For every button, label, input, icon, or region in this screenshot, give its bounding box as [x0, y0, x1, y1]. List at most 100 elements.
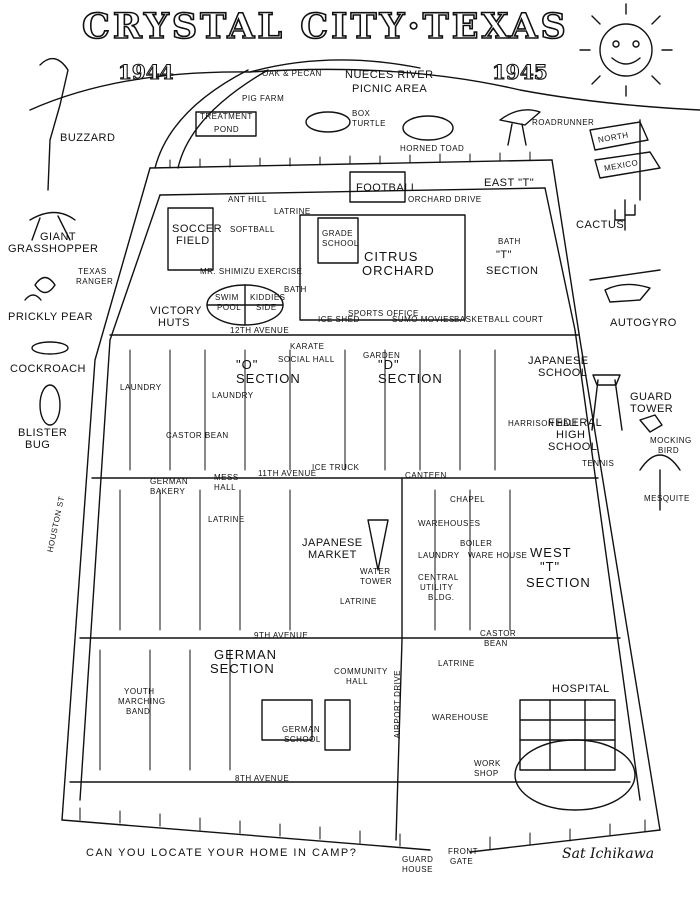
label-box: BOX [352, 109, 371, 118]
place-front-gate: GATE [450, 857, 474, 866]
box-turtle-icon [305, 111, 351, 133]
place-west: WEST [530, 545, 572, 560]
place-mess-hall: HALL [214, 483, 237, 492]
place-karate: KARATE [290, 342, 325, 351]
place-central: CENTRAL [418, 573, 459, 582]
grade-school [317, 217, 359, 264]
label-picnic-area: PICNIC AREA [352, 83, 428, 95]
guard-tower-icon [591, 374, 623, 431]
place-boiler: BOILER [460, 539, 493, 548]
place-japanese-market-1: JAPANESE [302, 537, 363, 549]
label-mocking: MOCKING [650, 436, 692, 445]
place-west-section: SECTION [526, 575, 591, 590]
place-bath-2: BATH [284, 285, 307, 294]
place-japanese-school-2: SCHOOL [538, 367, 588, 379]
place-warehouse-3: WAREHOUSE [432, 713, 489, 722]
autogyro-icon [589, 269, 661, 303]
grasshopper-icon [29, 211, 76, 241]
label-nueces-river: NUECES RIVER [345, 69, 434, 81]
cockroach-icon [31, 341, 69, 355]
place-japanese-market-2: MARKET [308, 549, 357, 561]
place-field: FIELD [176, 235, 210, 247]
map-caption: CAN YOU LOCATE YOUR HOME IN CAMP? [86, 847, 358, 859]
place-pool: POOL [217, 303, 242, 312]
mocking-bird-icon [639, 414, 663, 433]
place-guard-house: HOUSE [402, 865, 433, 874]
place-d-section: SECTION [378, 371, 443, 386]
label-turtle: TURTLE [352, 119, 386, 128]
place-german-section-1: GERMAN [214, 647, 278, 662]
inner-left-road [79, 194, 161, 801]
place-mess: MESS [214, 473, 239, 482]
horned-toad-icon [402, 115, 454, 141]
place-kiddies: KIDDIES [250, 293, 286, 302]
place-citrus: CITRUS [364, 249, 419, 264]
place-huts: HUTS [158, 317, 190, 329]
place-o-section: SECTION [236, 371, 301, 386]
place-side: SIDE [256, 303, 277, 312]
place-t-section: SECTION [486, 265, 539, 277]
label-prickly-pear: PRICKLY PEAR [8, 311, 94, 323]
place-bldg: BLDG. [428, 593, 455, 602]
place-ice-truck: ICE TRUCK [312, 463, 360, 472]
street-11th: 11TH AVENUE [258, 469, 317, 478]
place-victory: VICTORY [150, 305, 202, 317]
place-german-school-1: GERMAN [282, 725, 321, 734]
label-autogyro: AUTOGYRO [610, 317, 677, 329]
place-guard: GUARD [402, 855, 434, 864]
place-social-hall: SOCIAL HALL [278, 355, 335, 364]
street-12th: 12TH AVENUE [230, 326, 290, 335]
label-cactus: CACTUS [576, 219, 625, 231]
inner-right-road [544, 187, 641, 801]
map-title: CRYSTAL CITY·TEXAS [81, 5, 569, 48]
entry-road [154, 69, 269, 169]
label-bird: BIRD [658, 446, 680, 455]
label-oak-pecan: OAK & PECAN [262, 69, 322, 78]
hill-line [29, 68, 700, 111]
place-community: COMMUNITY [334, 667, 388, 676]
place-band: BAND [126, 707, 151, 716]
label-texas: TEXAS [78, 267, 107, 276]
place-exercise: MR. SHIMIZU EXERCISE [200, 267, 303, 276]
artist-signature: Sat Ichikawa [562, 846, 655, 862]
place-work-shop: SHOP [474, 769, 499, 778]
place-west-t: "T" [540, 559, 561, 574]
place-basketball: BASKETBALL COURT [454, 315, 544, 324]
label-pond: POND [214, 125, 240, 134]
football-field [349, 171, 406, 203]
place-o-mark: "O" [236, 357, 259, 372]
label-ranger: RANGER [76, 277, 114, 286]
place-grade: GRADE [322, 229, 353, 238]
place-tennis: TENNIS [582, 459, 615, 468]
place-castor-bean: CASTOR BEAN [166, 431, 229, 440]
place-japanese-school-1: JAPANESE [528, 355, 589, 367]
cactus-icon [614, 199, 636, 231]
north-mexico-sign [589, 119, 661, 201]
water-tower [367, 519, 389, 571]
place-chapel: CHAPEL [450, 495, 486, 504]
airport-drive [395, 477, 403, 841]
place-warehouses: WAREHOUSES [418, 519, 481, 528]
place-swim: SWIM [215, 293, 239, 302]
year-end: 1945 [491, 59, 548, 84]
fence-bottom [61, 819, 661, 853]
place-castor-2: CASTOR [480, 629, 517, 638]
place-school: SCHOOL [322, 239, 359, 248]
hospital-building [519, 699, 616, 771]
place-bath-1: BATH [498, 237, 521, 246]
place-laundry-3: LAUNDRY [418, 551, 460, 560]
place-latrine-3: LATRINE [340, 597, 377, 606]
place-utility: UTILITY [420, 583, 454, 592]
label-guard: GUARD [630, 391, 673, 403]
label-cockroach: COCKROACH [10, 363, 87, 375]
street-east-t: EAST "T" [484, 177, 535, 189]
place-front: FRONT [448, 847, 479, 856]
label-pig-farm: PIG FARM [242, 94, 285, 103]
place-t-section-mark: "T" [496, 249, 513, 261]
prickly-pear-icon [24, 276, 56, 301]
mesquite-icon [639, 454, 681, 511]
place-orchard: ORCHARD [362, 263, 435, 278]
german-school-building [261, 699, 313, 741]
place-german-bakery-1: GERMAN [150, 477, 189, 486]
